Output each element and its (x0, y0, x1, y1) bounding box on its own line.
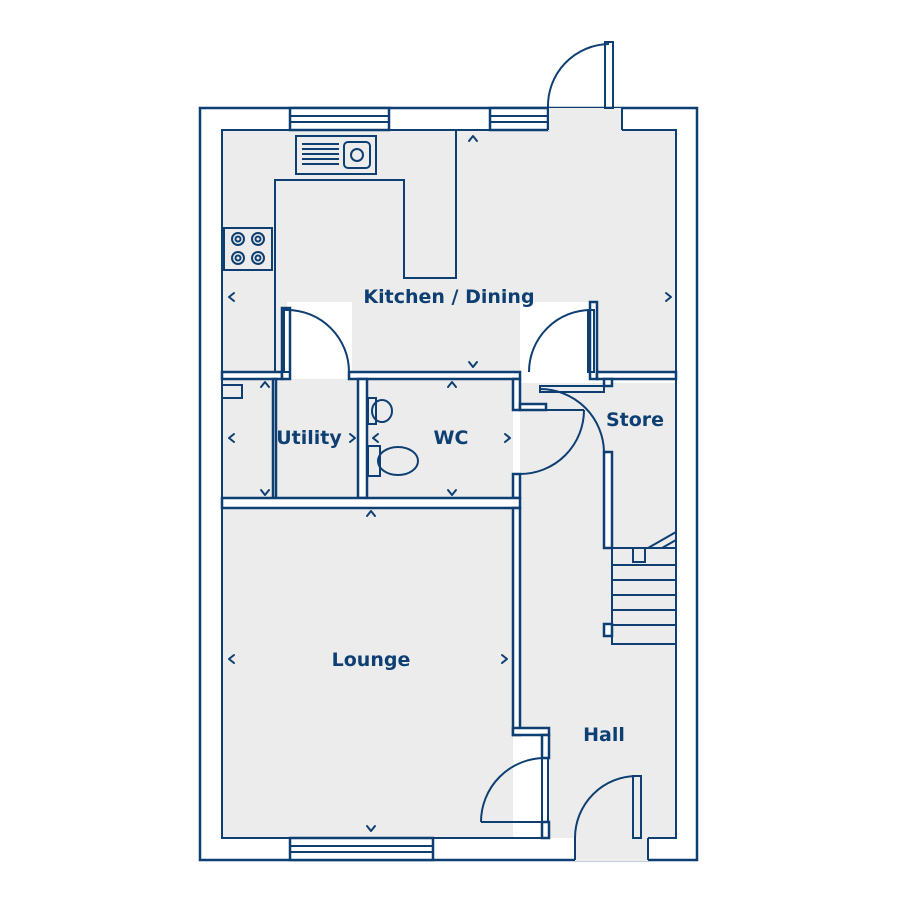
room-label-utility: Utility (276, 427, 342, 449)
chevron-down-icon (366, 825, 376, 832)
wc-floor (367, 379, 513, 498)
dimension-markers (228, 135, 672, 832)
window-kitchen-right (488, 106, 550, 132)
basin-icon (367, 397, 393, 425)
room-label-lounge: Lounge (332, 649, 411, 671)
toilet-icon (367, 445, 419, 477)
kitchen-hall-door (528, 309, 595, 373)
lounge-floor (223, 508, 513, 838)
chevron-left-icon (228, 433, 235, 443)
chevron-left-icon (228, 292, 235, 302)
chevron-down-icon (468, 361, 478, 368)
kitchen-dining-floor (222, 130, 676, 372)
hob-icon (223, 227, 273, 271)
window-lounge (288, 836, 435, 862)
room-label-wc: WC (434, 427, 469, 449)
staircase (611, 530, 677, 645)
doors (283, 41, 649, 861)
sink-icon (295, 135, 377, 175)
room-label-hall: Hall (583, 724, 625, 746)
chevron-up-icon (468, 135, 478, 142)
windows (288, 106, 550, 862)
lounge-door (480, 757, 549, 823)
chevron-right-icon (665, 292, 672, 302)
store-door (539, 385, 605, 453)
room-floors (222, 130, 676, 838)
interior-walls (220, 300, 678, 840)
chevron-up-icon (447, 381, 457, 388)
back-door (546, 41, 623, 130)
hall-store-floor (520, 383, 676, 838)
wc-door (519, 409, 585, 475)
chevron-right-icon (349, 433, 356, 443)
chevron-right-icon (501, 654, 508, 664)
room-label-kitchen-dining: Kitchen / Dining (363, 286, 534, 308)
chevron-down-icon (447, 489, 457, 496)
chevron-left-icon (372, 433, 379, 443)
chevron-left-icon (228, 654, 235, 664)
utility-floor (276, 379, 358, 498)
chevron-down-icon (260, 489, 270, 496)
chevron-up-icon (260, 381, 270, 388)
room-label-store: Store (606, 409, 664, 431)
window-kitchen-left (288, 106, 391, 132)
utility-door (283, 309, 350, 373)
chevron-up-icon (366, 510, 376, 517)
chevron-right-icon (504, 433, 511, 443)
front-door (574, 775, 649, 860)
room-labels: Kitchen / Dining Utility WC Store Lounge… (276, 286, 664, 746)
